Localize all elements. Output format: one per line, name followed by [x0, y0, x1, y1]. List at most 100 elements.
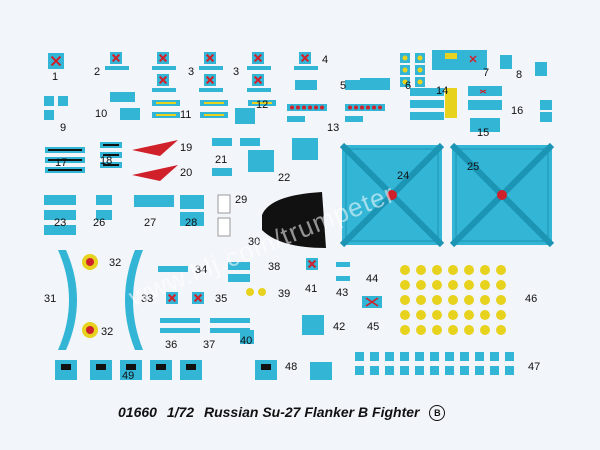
decal-29b [217, 217, 231, 237]
version-badge: B [429, 405, 446, 422]
decal-5b [345, 80, 367, 90]
decal-46-dot [416, 310, 426, 320]
decal-number-4: 4 [322, 54, 328, 66]
decal-13-star [308, 105, 312, 110]
decal-13-0 [287, 104, 327, 111]
decal-13-star [366, 105, 370, 110]
decal-47-digit [490, 366, 499, 375]
decal-number-46: 46 [525, 293, 537, 305]
stencil-text-line [48, 149, 82, 151]
decal-37b [210, 328, 250, 333]
decal-number-30: 30 [248, 236, 260, 248]
decal-3d-bar [199, 88, 223, 92]
decal-16d [540, 112, 552, 122]
decal-37a [210, 318, 250, 323]
decal-47-digit [475, 352, 484, 361]
decal-14c [410, 112, 444, 120]
decal-46-dot [480, 295, 490, 305]
decal-47-digit [475, 366, 484, 375]
decal-3a-bar [152, 66, 176, 70]
decal-47-digit [355, 352, 364, 361]
red-x-mark [300, 53, 310, 63]
decal-42 [302, 315, 324, 335]
decal-27 [134, 195, 174, 207]
decal-number-14: 14 [436, 85, 448, 97]
decal-number-9: 9 [60, 122, 66, 134]
decal-number-38: 38 [268, 261, 280, 273]
decal-46-dot [464, 310, 474, 320]
decal-46-dot [448, 265, 458, 275]
decal-number-32: 32 [101, 326, 113, 338]
decal-number-29: 29 [235, 194, 247, 206]
decal-3b-bar [199, 66, 223, 70]
decal-47-digit [370, 366, 379, 375]
decal-46-dot [448, 325, 458, 335]
panel-center-dot [497, 190, 507, 200]
decal-13-star [320, 105, 324, 110]
decal-47-digit [415, 352, 424, 361]
decal-number-19: 19 [180, 142, 192, 154]
decal-number-23: 23 [54, 217, 66, 229]
decal-number-40: 40 [240, 335, 252, 347]
decal-5c [360, 78, 390, 90]
decal-shapes [44, 50, 555, 380]
decal-number-6: 6 [405, 80, 411, 92]
decal-13-star [348, 105, 352, 110]
decal-47-digit [370, 352, 379, 361]
decal-number-49: 49 [122, 370, 134, 382]
decal-46-dot [480, 265, 490, 275]
decal-46-dot [480, 310, 490, 320]
decal-22a [248, 150, 274, 172]
decal-46-dot [464, 295, 474, 305]
decal-number-32: 32 [109, 257, 121, 269]
decal-49-symbol [61, 364, 71, 370]
decal-48 [310, 362, 332, 380]
decal-number-10: 10 [95, 108, 107, 120]
decal-6-dot [417, 79, 423, 85]
decal-34a [158, 266, 188, 272]
decal-47-digit [355, 366, 364, 375]
decal-39-dot [246, 288, 254, 296]
decal-number-42: 42 [333, 321, 345, 333]
decal-12 [235, 108, 255, 124]
decal-number-18: 18 [100, 155, 112, 167]
decal-23a [44, 195, 76, 205]
decal-30-canopy [262, 192, 326, 248]
decal-13-star [296, 105, 300, 110]
decal-47-digit [385, 352, 394, 361]
decal-number-21: 21 [215, 154, 227, 166]
decal-28a [180, 195, 204, 209]
decal-number-3: 3 [188, 66, 194, 78]
decal-number-20: 20 [180, 167, 192, 179]
decal-15 [470, 118, 500, 132]
decal-number-16: 16 [511, 105, 523, 117]
decal-2-bar [105, 66, 129, 70]
decal-46-dot [480, 280, 490, 290]
decal-47-digit [445, 366, 454, 375]
decal-number-47: 47 [528, 361, 540, 373]
decal-46-dot [416, 295, 426, 305]
decal-13-star [314, 105, 318, 110]
decal-46-dot [496, 310, 506, 320]
decal-11-line [252, 102, 272, 104]
decal-26b [96, 210, 112, 220]
decal-13-star [354, 105, 358, 110]
decal-46-dot [496, 280, 506, 290]
decal-6-dot [402, 79, 408, 85]
decal-47-digit [490, 352, 499, 361]
decal-21c [240, 138, 260, 146]
decal-36a [160, 318, 200, 323]
decal-49-symbol [186, 364, 196, 370]
stencil-text-line [103, 154, 119, 156]
scale: 1/72 [166, 404, 195, 420]
decal-21a [212, 138, 232, 146]
decal-45-x [365, 297, 379, 307]
decal-46-dot [400, 310, 410, 320]
decal-46-dot [400, 265, 410, 275]
panel-center-dot [387, 190, 397, 200]
red-x-mark [205, 75, 215, 85]
decal-number-37: 37 [203, 339, 215, 351]
decal-6-dot [417, 67, 423, 73]
red-x-mark [167, 293, 177, 303]
decal-14b [410, 100, 444, 108]
